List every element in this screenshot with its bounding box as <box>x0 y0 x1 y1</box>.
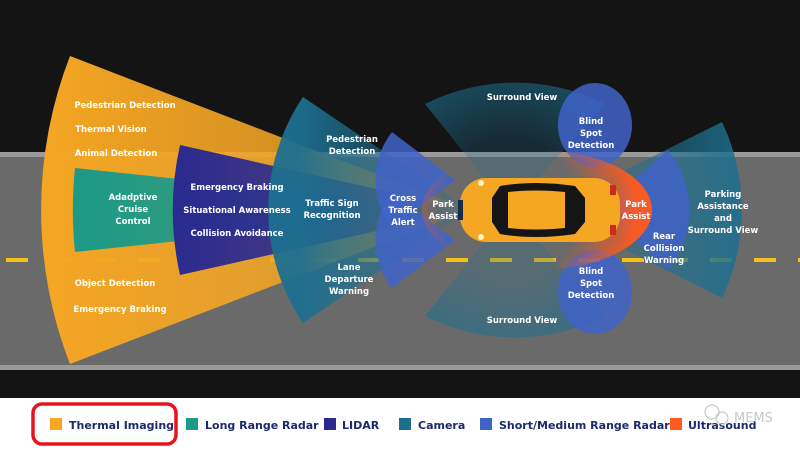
label-lane-departure-l3: Warning <box>329 287 369 297</box>
legend-swatch-camera <box>399 418 411 430</box>
blind-spot-bottom-zone <box>558 250 632 334</box>
road-edge-bottom <box>0 365 800 370</box>
label-acc-line1: Adadptive <box>109 193 158 203</box>
label-pedestrian-detection: Pedestrian Detection <box>74 101 175 111</box>
label-blind-spot-bottom-l2: Spot <box>580 279 602 289</box>
watermark-text: MEMS <box>734 411 773 426</box>
blind-spot-top-zone <box>558 83 632 167</box>
label-object-detection: Object Detection <box>75 279 156 289</box>
label-animal-detection: Animal Detection <box>75 149 158 159</box>
label-blind-spot-top-l1: Blind <box>579 117 603 127</box>
label-blind-spot-top-l3: Detection <box>568 141 615 151</box>
label-cross-traffic-l2: Traffic <box>388 206 417 216</box>
label-parking-assistance-l1: Parking <box>705 190 742 200</box>
wechat-icon-small <box>715 411 729 425</box>
legend-label-thermal-imaging: Thermal Imaging <box>69 419 174 432</box>
label-park-assist-front-l2: Assist <box>429 212 458 222</box>
legend-label-short-medium-range-radar: Short/Medium Range Radar <box>499 419 670 432</box>
label-parking-assistance-l4: Surround View <box>688 226 759 236</box>
label-cross-traffic-l1: Cross <box>390 194 416 204</box>
label-park-assist-rear-l2: Assist <box>622 212 651 222</box>
label-traffic-sign-l2: Recognition <box>303 211 360 221</box>
legend: Thermal Imaging Long Range Radar LIDAR C… <box>0 398 800 450</box>
label-parking-assistance-l3: and <box>714 214 732 224</box>
label-rear-collision-l3: Warning <box>644 256 684 266</box>
legend-swatch-ultrasound <box>670 418 682 430</box>
label-park-assist-front-l1: Park <box>432 200 454 210</box>
label-cross-traffic-l3: Alert <box>391 218 415 228</box>
label-surround-view-top: Surround View <box>487 93 558 103</box>
legend-swatch-short-medium-range-radar <box>480 418 492 430</box>
label-pedestrian-detection-camera-l2: Detection <box>329 147 376 157</box>
legend-label-ultrasound: Ultrasound <box>688 419 756 432</box>
label-blind-spot-bottom-l1: Blind <box>579 267 603 277</box>
label-acc-line2: Cruise <box>118 205 148 215</box>
label-lane-departure-l2: Departure <box>325 275 374 285</box>
label-collision-avoidance: Collision Avoidance <box>191 229 284 239</box>
label-parking-assistance-l2: Assistance <box>697 202 749 212</box>
label-rear-collision-l2: Collision <box>644 244 685 254</box>
legend-swatch-thermal-imaging <box>50 418 62 430</box>
legend-label-lidar: LIDAR <box>342 419 380 432</box>
legend-highlight-box <box>31 402 178 446</box>
label-surround-view-bottom: Surround View <box>487 316 558 326</box>
wechat-icon <box>704 404 720 420</box>
front-camera-zone <box>268 97 470 323</box>
label-traffic-sign-l1: Traffic Sign <box>305 199 358 209</box>
label-blind-spot-bottom-l3: Detection <box>568 291 615 301</box>
legend-swatch-lidar <box>324 418 336 430</box>
legend-label-camera: Camera <box>418 419 465 432</box>
legend-swatch-long-range-radar <box>186 418 198 430</box>
label-pedestrian-detection-camera-l1: Pedestrian <box>326 135 378 145</box>
watermark: MEMS <box>704 404 773 426</box>
label-situational-awareness: Situational Awareness <box>183 206 290 216</box>
label-blind-spot-top-l2: Spot <box>580 129 602 139</box>
label-emergency-braking-thermal: Emergency Braking <box>73 305 166 315</box>
car <box>458 178 620 242</box>
label-lane-departure-l1: Lane <box>338 263 361 273</box>
label-rear-collision-l1: Rear <box>653 232 676 242</box>
front-radar-lower-zone <box>375 192 455 288</box>
label-thermal-vision: Thermal Vision <box>75 125 146 135</box>
label-park-assist-rear-l1: Park <box>625 200 647 210</box>
label-acc-line3: Control <box>115 217 150 227</box>
label-emergency-braking-lidar: Emergency Braking <box>190 183 283 193</box>
legend-label-long-range-radar: Long Range Radar <box>205 419 319 432</box>
